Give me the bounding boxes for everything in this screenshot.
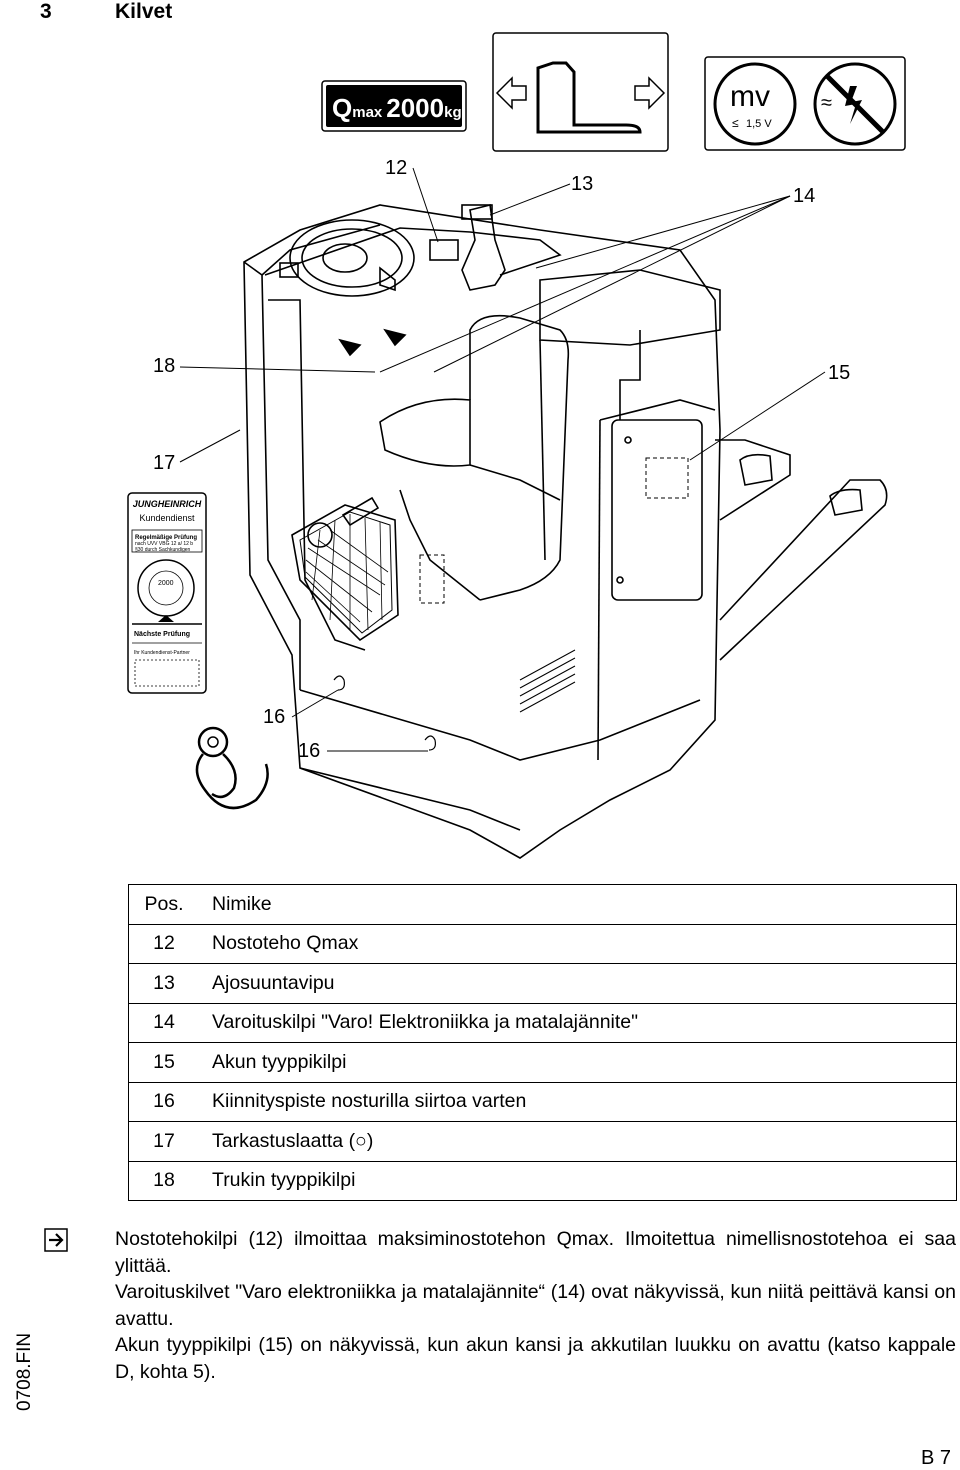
inspection-plate: JUNGHEINRICH Kundendienst Regelmäßige Pr…: [127, 492, 207, 694]
svg-text:≈: ≈: [821, 92, 832, 114]
note-paragraph: Varoituskilvet "Varo elektroniikka ja ma…: [115, 1281, 956, 1330]
section-number: 3: [40, 0, 52, 23]
note-text: Nostotehokilpi (12) ilmoittaa maksiminos…: [115, 1226, 956, 1385]
header-name: Nimike: [199, 884, 957, 925]
row-pos: 17: [128, 1121, 199, 1162]
row-name: Kiinnityspiste nosturilla siirtoa varten: [199, 1081, 957, 1122]
svg-text:nach UVV VBG 12 a/ 12 b: nach UVV VBG 12 a/ 12 b: [135, 541, 193, 547]
row-pos: 15: [128, 1042, 199, 1083]
low-voltage-warning-label: mv ≤ 1,5 V ≈: [704, 56, 906, 151]
svg-text:2000: 2000: [158, 580, 174, 587]
svg-text:mv: mv: [730, 80, 770, 113]
row-name: Varoituskilpi "Varo! Elektroniikka ja ma…: [199, 1002, 957, 1043]
leader-lines: [179, 167, 826, 752]
svg-text:§30 durch Sachkundigen: §30 durch Sachkundigen: [135, 547, 191, 553]
svg-text:1,5 V: 1,5 V: [746, 118, 772, 130]
svg-text:Kundendienst: Kundendienst: [139, 513, 195, 523]
note-paragraph: Akun tyyppikilpi (15) on näkyvissä, kun …: [115, 1334, 956, 1383]
svg-text:Regelmäßige Prüfung: Regelmäßige Prüfung: [135, 535, 197, 541]
section-heading: 3 Kilvet: [40, 0, 172, 24]
row-pos: 18: [128, 1160, 199, 1201]
table-row: 13 Ajosuuntavipu: [128, 963, 957, 1004]
table-row: 17 Tarkastuslaatta (○): [128, 1121, 957, 1162]
section-title: Kilvet: [115, 0, 173, 23]
row-pos: 12: [128, 923, 199, 964]
table-row: 15 Akun tyyppikilpi: [128, 1042, 957, 1083]
callout-18: 18: [153, 355, 175, 377]
page-number: B 7: [921, 1447, 952, 1469]
row-name: Nostoteho Qmax: [199, 923, 957, 964]
row-pos: 13: [128, 963, 199, 1004]
row-name: Akun tyyppikilpi: [199, 1042, 957, 1083]
note-arrow-icon: [44, 1228, 68, 1252]
svg-text:Ihr Kundendienst-Partner: Ihr Kundendienst-Partner: [134, 650, 190, 656]
row-name: Ajosuuntavipu: [199, 963, 957, 1004]
header-pos: Pos.: [128, 884, 199, 925]
note-paragraph: Nostotehokilpi (12) ilmoittaa maksiminos…: [115, 1228, 956, 1277]
svg-text:JUNGHEINRICH: JUNGHEINRICH: [133, 499, 202, 509]
svg-text:Nächste Prüfung: Nächste Prüfung: [134, 631, 190, 638]
callout-14: 14: [793, 185, 815, 207]
row-pos: 16: [128, 1081, 199, 1122]
lifting-hook-icon: [195, 726, 269, 810]
row-name: Tarkastuslaatta (○): [199, 1121, 957, 1162]
table-row: 16 Kiinnityspiste nosturilla siirtoa var…: [128, 1081, 957, 1122]
callout-13: 13: [571, 173, 593, 195]
table-row: 12 Nostoteho Qmax: [128, 923, 957, 964]
table-header-row: Pos. Nimike: [128, 884, 957, 925]
table-row: 14 Varoituskilpi "Varo! Elektroniikka ja…: [128, 1002, 957, 1043]
truck-body: [243, 204, 888, 859]
svg-text:≤: ≤: [732, 116, 739, 130]
table-row: 18 Trukin tyyppikilpi: [128, 1160, 957, 1201]
callout-12: 12: [385, 157, 407, 179]
callout-15: 15: [828, 362, 850, 384]
parts-table: Pos. Nimike 12 Nostoteho Qmax 13 Ajosuun…: [128, 884, 957, 1201]
row-name: Trukin tyyppikilpi: [199, 1160, 957, 1201]
callout-16b: 16: [298, 740, 320, 762]
document-code: 0708.FIN: [14, 1332, 35, 1411]
callout-17: 17: [153, 452, 175, 474]
direction-lever-label: [492, 32, 669, 152]
row-pos: 14: [128, 1002, 199, 1043]
callout-16a: 16: [263, 706, 285, 728]
